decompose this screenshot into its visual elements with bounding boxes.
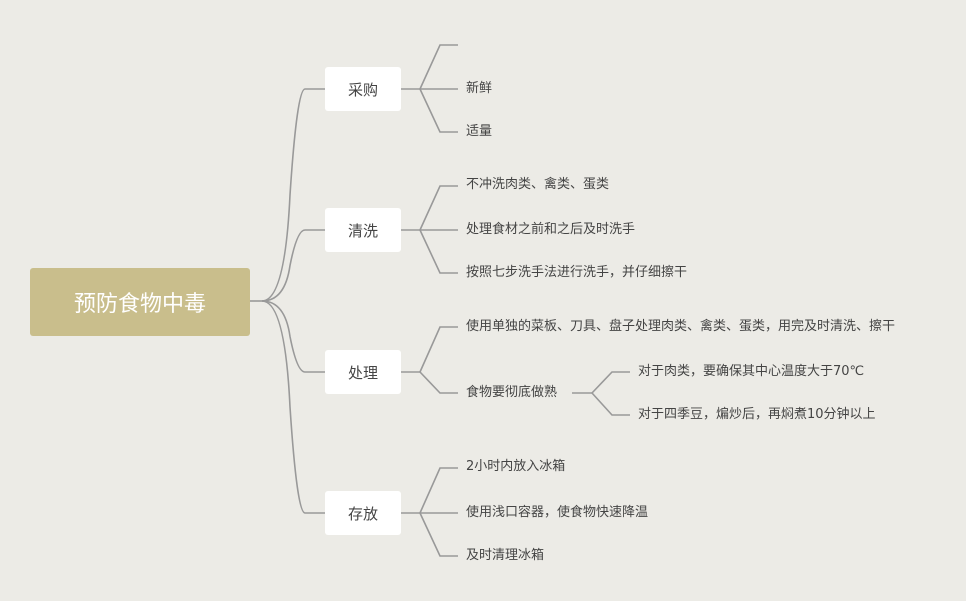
- branch-leaf-line: [419, 326, 458, 373]
- subleaf-node[interactable]: 对于四季豆，煸炒后，再焖煮10分钟以上: [638, 407, 876, 422]
- leaf-node[interactable]: 使用浅口容器，使食物快速降温: [466, 505, 649, 520]
- leaf-node[interactable]: 处理食材之前和之后及时洗手: [466, 222, 636, 237]
- leaf-node[interactable]: 按照七步洗手法进行洗手，并仔细擦干: [466, 265, 688, 280]
- leaf-node[interactable]: 食物要彻底做熟: [466, 385, 558, 400]
- leaf-node[interactable]: 及时清理冰箱: [466, 548, 545, 563]
- subbranch-leaf-line: [591, 371, 630, 394]
- branch-node-process[interactable]: 处理: [325, 350, 401, 394]
- leaf-node[interactable]: 2小时内放入冰箱: [466, 459, 566, 474]
- branch-node-wash[interactable]: 清洗: [325, 208, 401, 252]
- leaf-node[interactable]: 使用单独的菜板、刀具、盘子处理肉类、禽类、蛋类，用完及时清洗、擦干: [466, 319, 896, 334]
- branch-leaf-line: [419, 44, 458, 90]
- branch-leaf-line: [419, 467, 458, 514]
- branch-leaf-line: [419, 512, 458, 557]
- branch-node-storage[interactable]: 存放: [325, 491, 401, 535]
- root-branch-line: [261, 300, 325, 514]
- branch-leaf-line: [419, 185, 458, 231]
- root-branch-line: [261, 229, 325, 302]
- leaf-node[interactable]: 适量: [466, 124, 493, 139]
- leaf-node[interactable]: 不冲洗肉类、禽类、蛋类: [466, 177, 610, 192]
- root-node[interactable]: 预防食物中毒: [30, 268, 250, 336]
- root-branch-line: [261, 300, 325, 373]
- subbranch-leaf-line: [591, 392, 630, 416]
- branch-leaf-line: [419, 88, 458, 133]
- branch-leaf-line: [419, 371, 458, 394]
- branch-leaf-line: [419, 229, 458, 274]
- branch-node-purchase[interactable]: 采购: [325, 67, 401, 111]
- root-branch-line: [261, 88, 325, 302]
- subleaf-node[interactable]: 对于肉类，要确保其中心温度大于70℃: [638, 364, 865, 379]
- leaf-node[interactable]: 新鲜: [466, 81, 493, 96]
